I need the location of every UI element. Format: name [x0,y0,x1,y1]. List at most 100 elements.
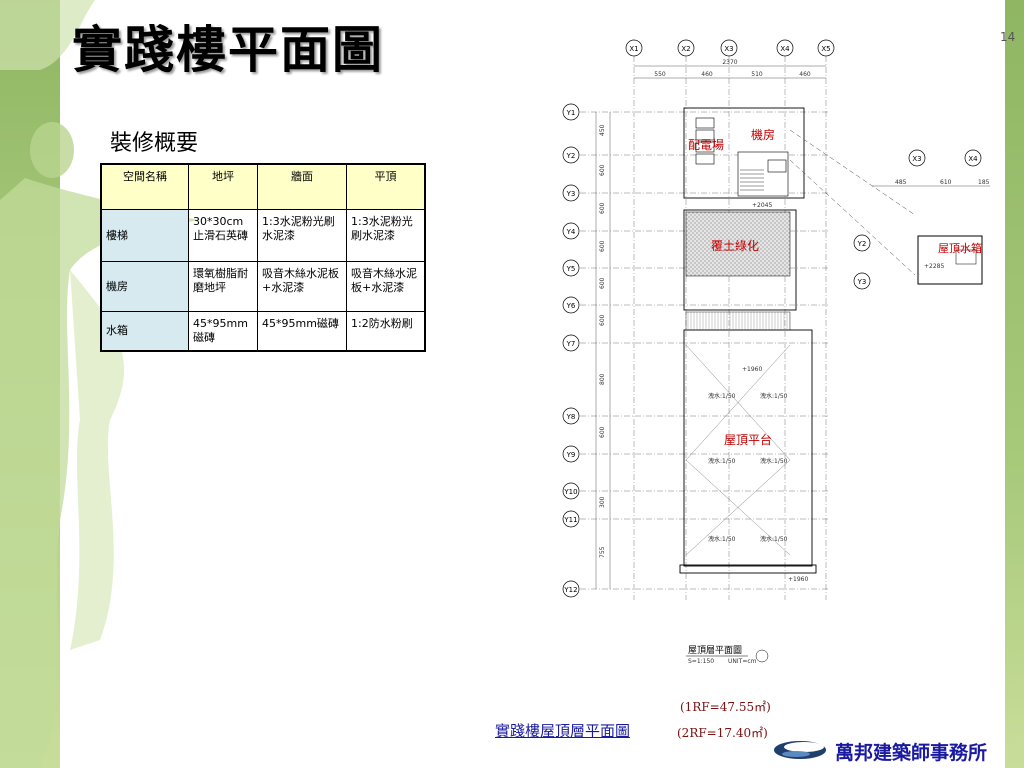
dimension-text: 550 [654,71,666,78]
header-cell: 地坪 [188,163,258,210]
table-header-row: 空間名稱 地坪 牆面 平頂 [100,163,426,210]
dimension-text: 460 [799,71,811,78]
slope-text: 洩水:1/50 [708,457,736,465]
axis-label: X4 [968,155,978,163]
x-axis-markers: X1 X2 X3 X4 X5 [625,39,835,57]
green-roof-area [685,211,791,277]
floor-cell: 30*30cm止滑石英磚 [188,209,258,262]
table-row: 水箱 45*95mm磁磚 45*95mm磁磚 1:2防水粉刷 [100,311,426,352]
right-decoration-band [1005,0,1024,768]
stair-treads [740,169,764,191]
axis-label: Y10 [563,488,577,496]
axis-label: Y8 [566,413,576,421]
dimension-text: 185 [978,179,990,186]
finish-spec-table: 空間名稱 地坪 牆面 平頂 樓梯 30*30cm止滑石英磚 1:3水泥粉光刷水泥… [100,163,426,352]
axis-label: Y5 [566,265,576,273]
row-name-cell: 機房 [100,261,189,312]
area-rf2: (2RF=17.40㎡) [677,726,768,740]
axis-label: Y1 [566,109,576,117]
table-row: 樓梯 30*30cm止滑石英磚 1:3水泥粉光刷水泥漆 1:3水泥粉光刷水泥漆 [100,209,426,262]
axis-label: Y6 [566,302,576,310]
equipment-room [695,117,789,197]
y-axis-markers: Y1 Y2 Y3 Y4 Y5 Y6 Y7 Y8 Y9 Y10 Y11 Y12 [562,103,580,598]
dancer-silhouette-decoration [0,0,200,768]
ceiling-cell: 1:2防水粉刷 [346,311,426,352]
axis-label: Y4 [566,228,576,236]
green-roof-label: 覆土綠化 [711,239,759,253]
water-tank-leader-lines [789,129,916,276]
slope-text: 洩水:1/50 [760,535,788,543]
page-number: 14 [1000,30,1016,44]
left-dimension-texts: 450 600 600 600 600 600 800 600 300 755 [599,124,606,558]
dimension-text: 460 [701,71,713,78]
roof-platform-label: 屋頂平台 [724,432,772,447]
axis-label: X5 [821,45,830,53]
elevation-text: +2285 [924,263,944,270]
firm-name: 萬邦建築師事務所 [835,742,988,764]
roof-slope-lines [685,344,791,556]
svg-text:755: 755 [599,546,606,558]
plan-unit: UNIT=cm [728,658,757,665]
slope-text: 洩水:1/50 [760,457,788,465]
wall-cell: 45*95mm磁磚 [257,311,347,352]
elevation-text: +1960 [742,366,762,373]
svg-text:800: 800 [599,373,606,385]
axis-label: X3 [724,45,733,53]
axis-label: X2 [681,45,690,53]
slope-text: 洩水:1/50 [708,535,736,543]
page-title: 實踐樓平面圖 [72,20,384,79]
floor-cell: 環氧樹脂耐磨地坪 [188,261,258,312]
svg-text:300: 300 [599,496,606,508]
floor-cell: 45*95mm磁磚 [188,311,258,352]
area-rf1: (1RF=47.55㎡) [680,700,771,714]
wood-deck-area [685,311,791,331]
elevation-text: +2045 [752,202,772,209]
slope-text: 洩水:1/50 [708,392,736,400]
axis-label: X4 [780,45,790,53]
north-arrow-icon [755,649,769,663]
dimension-text: 510 [751,71,763,78]
axis-label: X1 [629,45,638,53]
machine-room-label: 機房 [751,127,775,142]
axis-label: Y2 [566,152,576,160]
axis-label: Y12 [563,586,577,594]
slope-text: 洩水:1/50 [760,392,788,400]
firm-logo-icon [774,741,826,759]
axis-label: Y7 [566,340,576,348]
building-outline [679,107,817,574]
wall-cell: 1:3水泥粉光刷水泥漆 [257,209,347,262]
total-dimension-text: 2370 [722,59,737,66]
plan-scale: S=1:150 [688,658,714,665]
header-cell: 平頂 [346,163,426,210]
section-subtitle: 裝修概要 [110,131,199,156]
svg-text:450: 450 [599,124,606,136]
wall-cell: 吸音木絲水泥板+水泥漆 [257,261,347,312]
header-cell: 空間名稱 [100,163,189,210]
svg-text:600: 600 [599,277,606,289]
roof-floor-plan-drawing: X1 X2 X3 X4 X5 550 460 510 460 2370 Y1 Y… [562,39,990,665]
axis-label: Y2 [857,240,867,248]
header-cell: 牆面 [257,163,347,210]
axis-label: X3 [912,155,921,163]
svg-text:600: 600 [599,240,606,252]
axis-label: Y3 [566,190,576,198]
dimension-text: 485 [895,179,907,186]
power-room-label: 配電場 [688,138,724,152]
ceiling-cell: 1:3水泥粉光刷水泥漆 [346,209,426,262]
svg-text:600: 600 [599,202,606,214]
plan-title: 屋頂層平面圖 [688,645,742,656]
elevation-text: +1960 [788,576,808,583]
svg-text:600: 600 [599,426,606,438]
svg-text:600: 600 [599,164,606,176]
ceiling-cell: 吸音木絲水泥板+水泥漆 [346,261,426,312]
drawing-caption-link[interactable]: 實踐樓屋頂層平面圖 [495,722,631,740]
svg-text:600: 600 [599,314,606,326]
table-row: 機房 環氧樹脂耐磨地坪 吸音木絲水泥板+水泥漆 吸音木絲水泥板+水泥漆 [100,261,426,312]
water-tank-label: 屋頂水箱 [938,241,982,255]
axis-label: Y11 [563,516,577,524]
top-dimension-line [634,65,826,79]
axis-label: Y9 [566,451,576,459]
dimension-text: 610 [940,179,952,186]
row-name-cell: 樓梯 [100,209,189,262]
axis-label: Y3 [857,278,867,286]
